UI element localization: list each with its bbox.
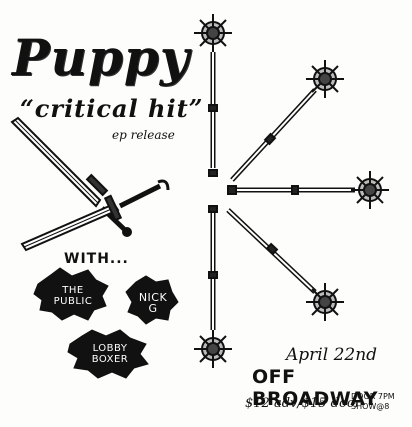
with-label: WITH...	[64, 251, 129, 267]
ticket-price: $12 adv/$15 door	[245, 396, 361, 411]
badge-shape-lobby-boxer	[67, 329, 149, 379]
support-badges	[33, 267, 179, 379]
show-time: SHOW@8	[351, 402, 390, 411]
crossed-daggers-icon	[10, 116, 170, 252]
venue-name: OFF BROADWAY	[252, 366, 378, 410]
show-times: DOOR 7pm SHOW@8	[351, 392, 395, 412]
event-date: April 22nd	[286, 345, 378, 365]
support-act-the-public: THE PUBLIC	[53, 285, 93, 307]
band-name: Puppy	[12, 28, 190, 87]
support-act-lobby-boxer: LOBBY BOXER	[91, 343, 129, 365]
spiked-mace-icon	[194, 14, 389, 368]
release-type: ep release	[112, 128, 175, 142]
badge-shape-nick-g	[125, 275, 179, 325]
support-act-nick-g: NICK G	[138, 291, 168, 315]
badge-shape-the-public	[33, 267, 109, 321]
doors-time: DOOR 7pm	[351, 392, 395, 401]
release-title: “critical hit”	[20, 94, 204, 123]
